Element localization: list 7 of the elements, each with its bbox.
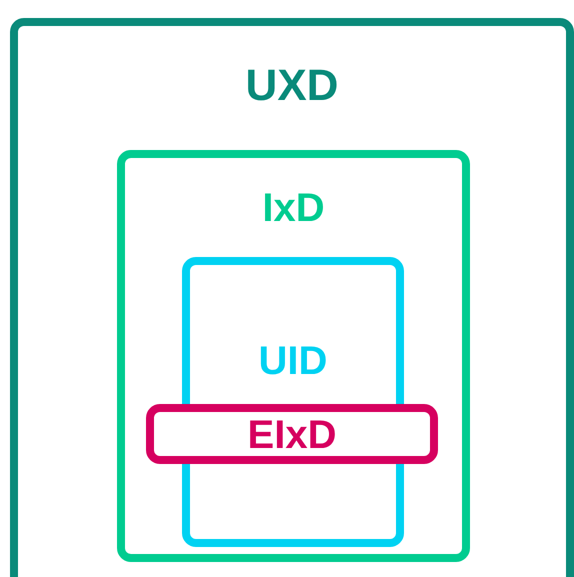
box-title: IxD bbox=[262, 188, 325, 228]
box-title: UID bbox=[258, 341, 328, 381]
container-box bbox=[10, 18, 574, 577]
box-title: UXD bbox=[246, 64, 338, 108]
container-box bbox=[117, 150, 470, 562]
overlay-box bbox=[146, 404, 438, 464]
box-title: EIxD bbox=[248, 415, 336, 455]
